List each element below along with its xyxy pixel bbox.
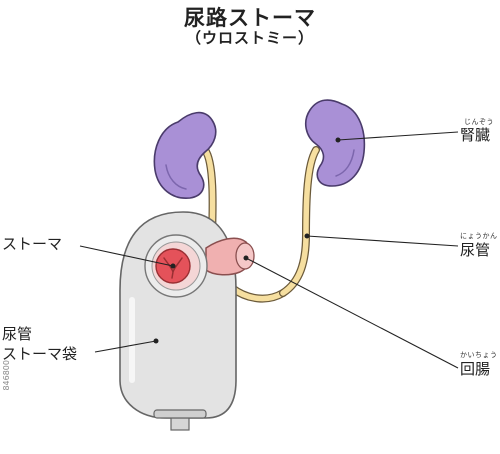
bag-label-line1: 尿管 bbox=[2, 325, 33, 343]
kidney-right bbox=[304, 99, 366, 187]
stoma-label: ストーマ bbox=[2, 235, 63, 253]
kidney-ruby: じんぞう bbox=[464, 118, 494, 126]
ileum-label: 回腸 bbox=[460, 360, 491, 378]
diagram-subtitle: （ウロストミー） bbox=[185, 29, 314, 47]
bag-label-line2: ストーマ袋 bbox=[2, 345, 78, 363]
ureter-right bbox=[279, 146, 320, 297]
ileum-ruby: かいちょう bbox=[460, 351, 498, 359]
bag-outlet bbox=[170, 417, 190, 431]
leader-kidney bbox=[337, 131, 459, 141]
leader-ureter bbox=[306, 235, 459, 247]
watermark-id: 846800 bbox=[2, 360, 11, 391]
leader-ileum bbox=[245, 257, 459, 369]
stoma bbox=[144, 234, 208, 298]
leader-stoma bbox=[79, 245, 174, 267]
ureter-ruby: にょうかん bbox=[460, 232, 498, 240]
leader-lines bbox=[79, 131, 459, 369]
diagram-title: 尿路ストーマ bbox=[184, 6, 316, 30]
kidney-left bbox=[153, 111, 217, 199]
leader-bag bbox=[94, 340, 157, 353]
ureter-label: 尿管 bbox=[460, 241, 491, 259]
kidney-label: 腎臓 bbox=[460, 126, 491, 144]
